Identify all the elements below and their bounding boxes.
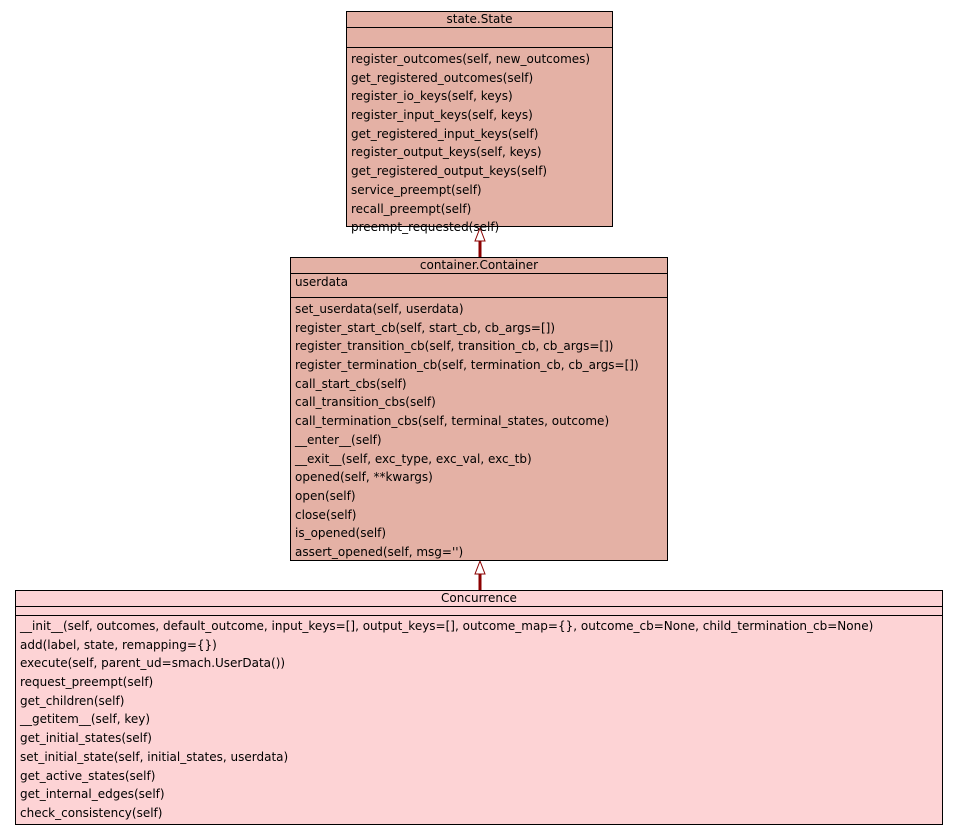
method: register_output_keys(self, keys): [351, 145, 542, 160]
inheritance-arrowhead: [474, 226, 486, 242]
class-title: state.State: [347, 12, 612, 28]
method: add(label, state, remapping={}): [20, 637, 217, 652]
method: call_start_cbs(self): [295, 376, 407, 391]
method: get_children(self): [20, 693, 125, 708]
edge-container-to-state: [474, 226, 486, 257]
inheritance-arrowhead: [474, 559, 486, 575]
method-section: __init__(self, outcomes, default_outcome…: [16, 616, 942, 823]
method: __getitem__(self, key): [20, 712, 151, 727]
method: assert_opened(self, msg=''): [295, 544, 464, 559]
method: __enter__(self): [295, 432, 382, 447]
class-concurrence: Concurrence __init__(self, outcomes, def…: [15, 590, 943, 825]
method: get_registered_input_keys(self): [351, 126, 539, 141]
class-state: state.State register_outcomes(self, new_…: [346, 11, 613, 234]
method: set_userdata(self, userdata): [295, 302, 464, 316]
method: register_transition_cb(self, transition_…: [295, 339, 614, 354]
attribute: userdata: [295, 275, 348, 289]
method: request_preempt(self): [20, 675, 154, 690]
edge-concurrence-to-container: [474, 559, 486, 590]
method: register_termination_cb(self, terminatio…: [295, 358, 639, 373]
method: register_io_keys(self, keys): [351, 89, 513, 104]
method-section: set_userdata(self, userdata) register_st…: [291, 298, 667, 562]
method: open(self): [295, 488, 356, 503]
class-title: Concurrence: [16, 591, 942, 607]
attribute-section: userdata: [291, 274, 667, 298]
method: opened(self, **kwargs): [295, 470, 433, 485]
method: close(self): [295, 507, 357, 522]
method: check_consistency(self): [20, 805, 163, 820]
attribute-section: [16, 607, 942, 616]
method: call_transition_cbs(self): [295, 395, 436, 410]
method: recall_preempt(self): [351, 201, 472, 216]
method: __exit__(self, exc_type, exc_val, exc_tb…: [295, 451, 532, 466]
method: preempt_requested(self): [351, 220, 500, 235]
method: register_outcomes(self, new_outcomes): [351, 52, 591, 66]
method: get_internal_edges(self): [20, 787, 165, 802]
attribute-section: [347, 28, 612, 48]
class-title: container.Container: [291, 258, 667, 274]
method: get_registered_output_keys(self): [351, 164, 548, 179]
method: __init__(self, outcomes, default_outcome…: [20, 619, 874, 633]
method: is_opened(self): [295, 526, 387, 541]
class-container: container.Container userdata set_userdat…: [290, 257, 668, 561]
method: service_preempt(self): [351, 182, 482, 197]
method: register_input_keys(self, keys): [351, 108, 533, 123]
method: get_active_states(self): [20, 768, 156, 783]
method-section: register_outcomes(self, new_outcomes) ge…: [347, 48, 612, 237]
method: execute(self, parent_ud=smach.UserData()…: [20, 656, 286, 671]
method: set_initial_state(self, initial_states, …: [20, 749, 289, 764]
method: get_registered_outcomes(self): [351, 70, 534, 85]
method: register_start_cb(self, start_cb, cb_arg…: [295, 320, 555, 335]
method: get_initial_states(self): [20, 731, 152, 746]
method: call_termination_cbs(self, terminal_stat…: [295, 414, 610, 429]
